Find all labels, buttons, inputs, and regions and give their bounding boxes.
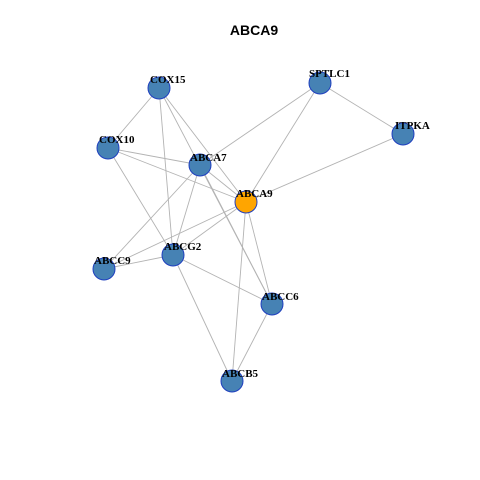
edge-abcg2-abcc6 <box>172 254 273 305</box>
node-abcg2[interactable] <box>161 243 185 267</box>
edge-cox10-abca7 <box>107 147 201 166</box>
edge-abcg2-abcb5 <box>172 254 233 382</box>
node-label-itpka: ITPKA <box>395 120 430 132</box>
node-label-abca7: ABCA7 <box>190 152 227 164</box>
node-sptlc1[interactable] <box>308 71 332 95</box>
node-label-sptlc1: SPTLC1 <box>309 68 350 80</box>
edge-abca7-abcc6 <box>199 164 273 305</box>
edge-abca9-abcg2 <box>172 201 247 256</box>
node-cox15[interactable] <box>147 76 171 100</box>
node-label-abca9: ABCA9 <box>236 188 273 200</box>
node-label-abcc6: ABCC6 <box>262 291 299 303</box>
edge-sptlc1-abca7 <box>199 82 321 166</box>
node-label-abcb5: ABCB5 <box>222 368 259 380</box>
edge-abca7-abcc9 <box>103 164 201 270</box>
node-abcc9[interactable] <box>92 257 116 281</box>
node-label-cox15: COX15 <box>150 74 186 86</box>
edge-layer <box>103 82 404 382</box>
edge-abca9-abcc6 <box>245 201 273 305</box>
node-abca7[interactable] <box>188 153 212 177</box>
edge-sptlc1-abca9 <box>245 82 321 203</box>
node-abcb5[interactable] <box>220 369 244 393</box>
edge-cox10-abca9 <box>107 147 247 203</box>
node-label-abcc9: ABCC9 <box>94 255 131 267</box>
node-layer <box>92 71 415 393</box>
edge-abcc6-abcb5 <box>231 303 273 382</box>
edge-abcg2-abcc9 <box>103 254 174 270</box>
node-abcc6[interactable] <box>260 292 284 316</box>
edge-sptlc1-itpka <box>319 82 404 135</box>
edge-abca7-abcg2 <box>172 164 201 256</box>
edge-cox10-abcg2 <box>107 147 174 256</box>
node-abca9[interactable] <box>234 190 258 214</box>
node-itpka[interactable] <box>391 122 415 146</box>
edge-abca9-abcc9 <box>103 201 247 270</box>
edge-cox15-cox10 <box>107 87 160 149</box>
node-cox10[interactable] <box>96 136 120 160</box>
graph-title: ABCA9 <box>230 22 278 38</box>
edge-cox15-abca9 <box>158 87 247 203</box>
edge-cox15-abcg2 <box>158 87 174 256</box>
node-label-cox10: COX10 <box>99 134 135 146</box>
node-label-abcg2: ABCG2 <box>164 241 202 253</box>
edge-itpka-abca9 <box>245 133 404 203</box>
edge-abca9-abcb5 <box>231 201 247 382</box>
